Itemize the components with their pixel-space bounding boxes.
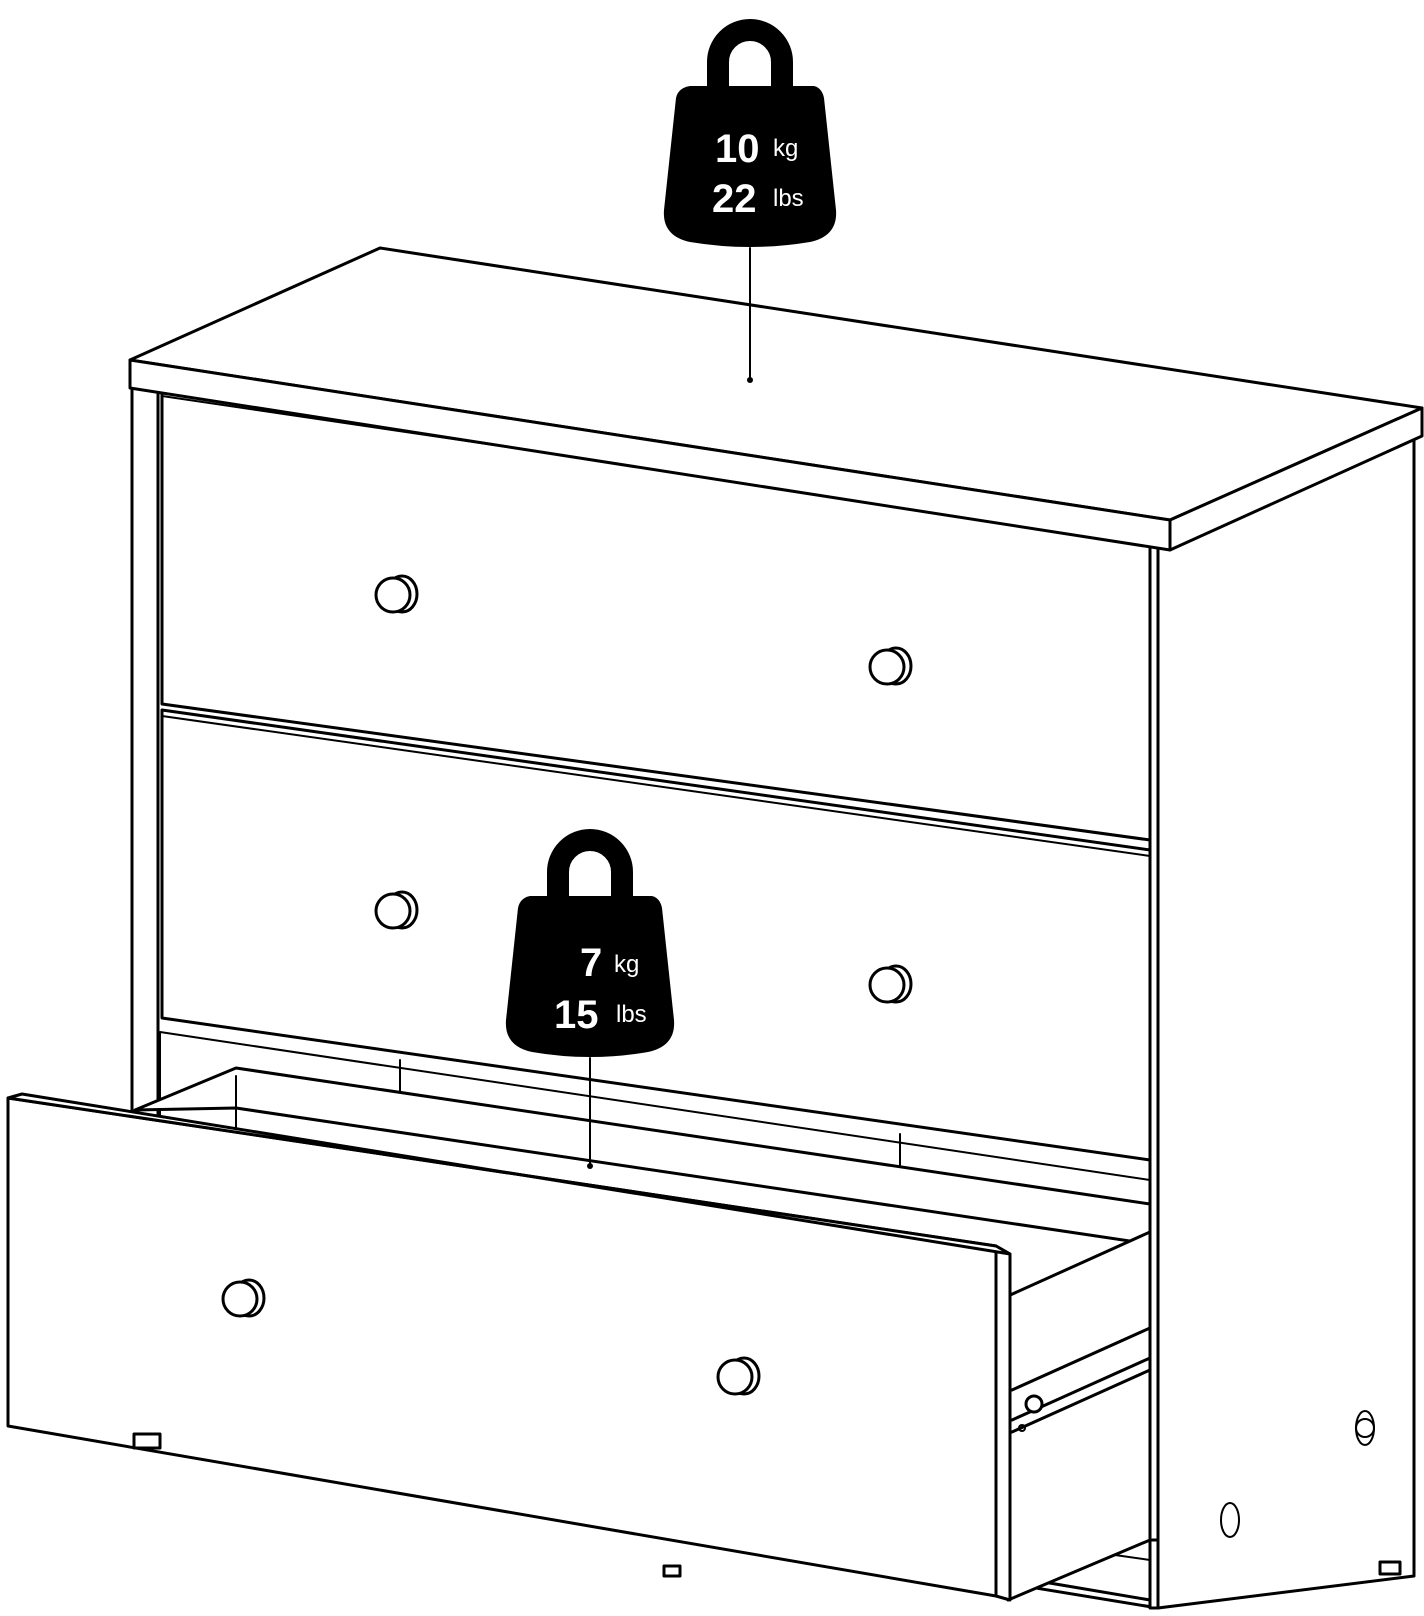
open-drawer-right-side [1006,1230,1152,1602]
drawer-runner [1010,1326,1152,1392]
open-drawer-front-top-edge [6,1092,1012,1256]
cabinet-right-side [1156,420,1416,1610]
top-weight-metric-value: 10 [715,127,760,171]
drawer-weight-metric-unit: kg [614,951,639,978]
top-weight-metric-unit: kg [773,135,798,162]
runner-screw-dot [1018,1424,1026,1432]
drawer-load-weight: 7 kg 15 lbs [505,829,675,1169]
open-drawer-back [133,1066,1152,1246]
side-hole [1220,1502,1240,1538]
knob [221,1278,266,1318]
drawer-weight-metric-value: 7 [580,941,602,985]
top-load-weight: 10 kg 22 lbs [663,19,837,383]
cabinet-foot [662,1564,682,1578]
weight-icon [663,86,837,247]
drawer-weight-imperial-unit: lbs [616,1001,647,1028]
drawer-weight-imperial-value: 15 [554,993,599,1037]
open-drawer-front-right-edge [994,1244,1012,1602]
cabinet-foot [132,1432,162,1450]
knob [374,890,419,930]
runner-screw [1024,1394,1044,1414]
weight-pointer-dot [747,377,753,383]
cabinet-base-plinth [1148,1538,1160,1610]
cabinet-foot [1378,1560,1402,1576]
middle-drawer-edge [161,715,1151,857]
knob [374,574,419,614]
top-weight-imperial-value: 22 [712,177,757,221]
cabinet-top-side-edge [1168,406,1424,552]
side-hole [1355,1410,1375,1446]
knob [868,964,913,1004]
weight-shackle [547,829,633,906]
drawer-runner [1010,1368,1152,1434]
weight-pointer-dot [587,1163,593,1169]
knob [868,646,913,686]
knob [716,1356,761,1396]
weight-icon [505,896,675,1057]
top-weight-imperial-unit: lbs [773,185,804,212]
weight-shackle [707,19,793,94]
